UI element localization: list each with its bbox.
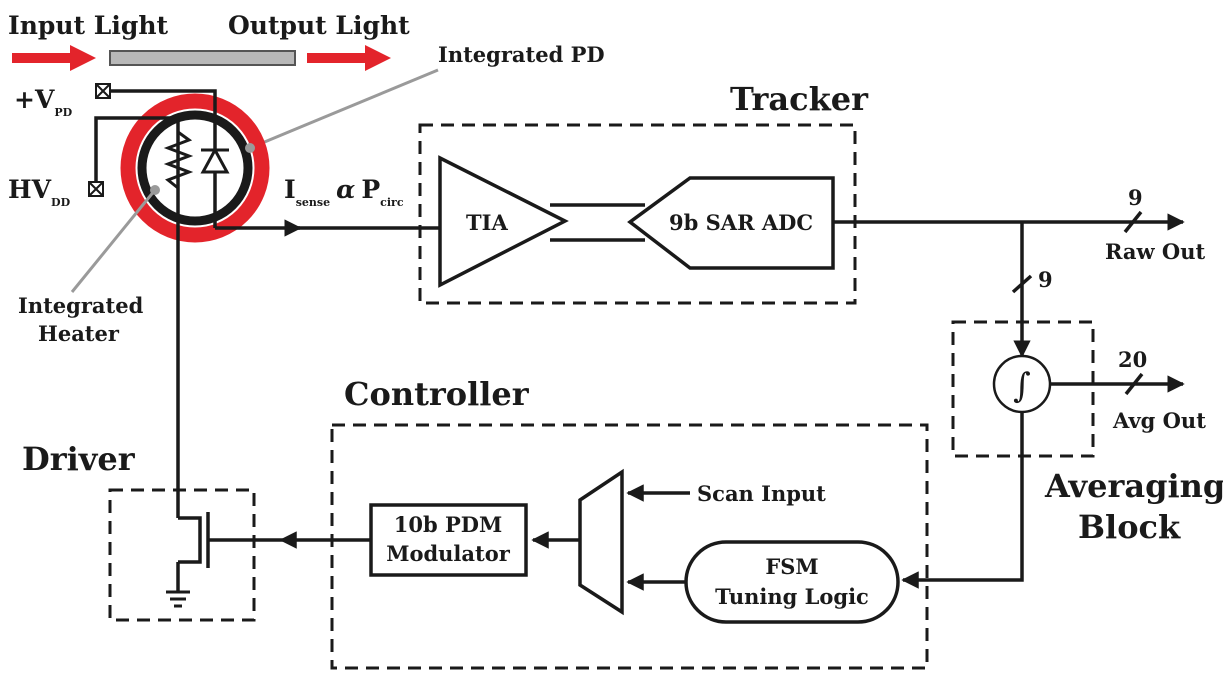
driver-title: Driver xyxy=(22,440,136,478)
adc-label: 9b SAR ADC xyxy=(669,210,813,235)
avg-bus-width-slash xyxy=(1124,372,1144,396)
integrated-heater-pointer xyxy=(70,189,157,293)
avg-out-label: Avg Out xyxy=(1112,408,1206,433)
integrated-heater-label-line1: Integrated xyxy=(18,293,144,318)
avg-input-width-slash xyxy=(1011,274,1033,294)
input-light-label: Input Light xyxy=(8,11,169,40)
waveguide xyxy=(109,50,296,66)
scan-input-label: Scan Input xyxy=(697,481,826,506)
pdm-modulator-block xyxy=(369,503,528,577)
avg-bus-width-label: 20 xyxy=(1118,347,1147,372)
raw-bus-width-slash xyxy=(1123,210,1143,234)
pd-pointer-dot xyxy=(245,143,255,153)
averaging-block-title-line1: Averaging xyxy=(1044,467,1223,505)
integrated-pd-label: Integrated PD xyxy=(438,42,605,67)
microring-resonator xyxy=(120,93,270,243)
raw-out-label: Raw Out xyxy=(1105,239,1205,264)
photodiode-icon xyxy=(200,146,230,174)
nmos-transistor-icon xyxy=(176,512,281,592)
fsm-label-line1: FSM xyxy=(765,554,818,579)
integrated-pd-pointer xyxy=(249,68,439,150)
hvdd-terminal-icon xyxy=(88,181,104,197)
driver-block xyxy=(108,488,256,622)
raw-bus-width-label: 9 xyxy=(1128,185,1143,210)
tracker-title: Tracker xyxy=(730,80,869,118)
heater-resistor-icon xyxy=(163,130,194,190)
avg-input-width-label: 9 xyxy=(1038,267,1053,292)
pdm-label-line2: Modulator xyxy=(386,541,510,566)
controller-title: Controller xyxy=(344,375,530,413)
vpd-wire xyxy=(110,89,217,228)
hvdd-label: HVDD xyxy=(8,175,71,209)
vpd-terminal-icon xyxy=(95,83,111,99)
output-light-label: Output Light xyxy=(228,11,410,40)
output-light-arrow-icon xyxy=(307,45,391,71)
integrator-icon: ∫ xyxy=(1013,366,1031,406)
input-light-arrow-icon xyxy=(12,45,96,71)
microring-inner xyxy=(137,110,253,226)
vpd-label: +VPD xyxy=(14,85,73,119)
tia-amplifier xyxy=(438,155,569,288)
pdm-label-line1: 10b PDM xyxy=(394,512,502,537)
integrated-heater-label-line2: Heater xyxy=(38,321,120,346)
controller-block xyxy=(330,423,929,670)
averaging-block-title-line2: Block xyxy=(1078,508,1181,546)
tracker-block xyxy=(418,123,857,305)
tia-label: TIA xyxy=(466,210,508,235)
hvdd-wire xyxy=(94,116,180,228)
input-multiplexer xyxy=(578,468,624,616)
ground-icon xyxy=(166,590,190,608)
feedback-wire xyxy=(901,412,1024,589)
fsm-label-line2: Tuning Logic xyxy=(715,584,869,609)
